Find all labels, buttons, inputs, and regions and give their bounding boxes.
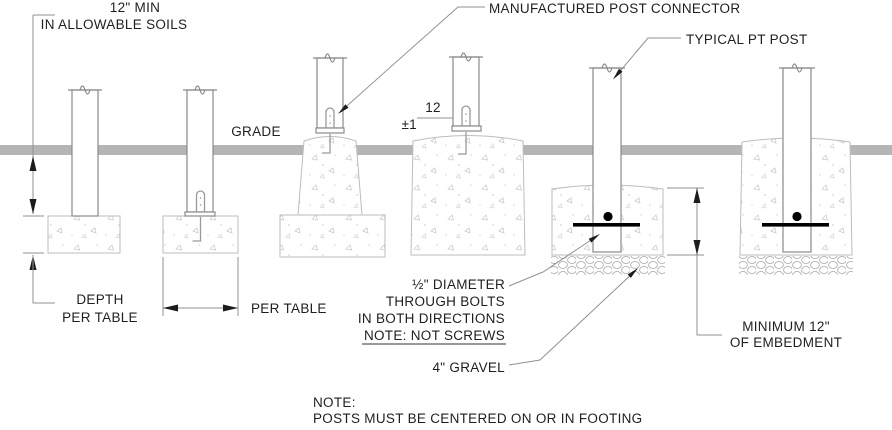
label-slope-run: 12 [425, 100, 441, 115]
through-bolt-bar-5 [573, 223, 640, 227]
gravel-bed-6 [739, 256, 853, 275]
anchor-jbolt-3 [322, 134, 331, 154]
dimension-arrow-right-icon [223, 304, 238, 312]
post-6-break-squiggle [791, 63, 803, 73]
post-6 [782, 67, 812, 253]
strap-4-bolt-dot [465, 113, 467, 115]
leader-arrowhead-icon [613, 68, 623, 80]
depth-dimension [23, 14, 55, 304]
detail-pier-on-pad-footing [279, 53, 386, 258]
dimension-arrow-left-icon [163, 304, 178, 312]
dimension-arrow-up-icon [693, 188, 701, 203]
post-3 [316, 57, 344, 129]
pier-3 [297, 136, 363, 216]
through-bolt-end-6 [792, 211, 802, 222]
strap-3-bolt-dot [329, 115, 331, 117]
strap-2-bolt-dot [199, 204, 202, 206]
strap-4-bolt-dot [465, 120, 467, 122]
label-bolts-line1: ½" DIAMETER [412, 277, 505, 292]
connector-strap-3 [325, 107, 335, 128]
width-dimension [162, 257, 239, 316]
label-embedment-line2: OF EMBEDMENT [730, 335, 842, 350]
post-5-break-squiggle [601, 63, 613, 73]
gravel-bed-5 [551, 256, 665, 275]
through-bolt-end-5 [603, 211, 613, 222]
label-soil-min-line2: IN ALLOWABLE SOILS [41, 17, 188, 32]
post-1 [71, 89, 99, 217]
leader-arrowhead-icon [338, 104, 349, 114]
embedment-dimension [667, 187, 722, 336]
label-embedment-line1: MINIMUM 12" [742, 319, 830, 334]
label-bolts-line3: IN BOTH DIRECTIONS [358, 311, 505, 326]
detail-post-on-buried-footing [47, 85, 121, 254]
label-depth-line2: PER TABLE [62, 310, 138, 325]
post-2 [186, 89, 214, 213]
connector-strap-4 [461, 105, 471, 126]
leader-arrowhead-icon [588, 234, 600, 243]
strap-3-bolt-dot [329, 122, 331, 124]
connector-strap-2 [195, 190, 206, 212]
post-3-break-squiggle [324, 53, 336, 63]
post-4 [452, 56, 480, 127]
footing-1 [47, 215, 121, 254]
detail-full-depth-pier-footing [410, 52, 526, 256]
label-pt-post: TYPICAL PT POST [686, 32, 808, 47]
label-gravel: 4" GRAVEL [432, 360, 505, 375]
label-soil-min-line1: 12" MIN [110, 0, 160, 15]
label-depth-line1: DEPTH [76, 292, 123, 307]
label-slope-rise: ±1 [401, 117, 417, 132]
connector-plate-4 [451, 125, 482, 132]
connector-plate-3 [315, 127, 345, 134]
label-post-connector: MANUFACTURED POST CONNECTOR [489, 1, 740, 16]
anchor-jbolt-2 [192, 217, 202, 242]
label-bolts-line4: NOTE: NOT SCREWS [364, 328, 505, 343]
detail-embedded-post-below-grade [551, 63, 665, 275]
anchor-jbolt-4 [458, 132, 467, 155]
label-bolts-line2: THROUGH BOLTS [386, 294, 505, 309]
connector-plate-2 [184, 211, 216, 217]
post-2-break-squiggle [194, 85, 206, 95]
post-1-break-squiggle [79, 85, 91, 95]
post-4-break-squiggle [460, 52, 472, 62]
label-note-line1: NOTE: [313, 395, 356, 410]
through-bolt-leader [508, 234, 600, 287]
leader-arrowhead-icon [627, 268, 638, 278]
pad-footing-3 [279, 214, 386, 258]
detail-post-connector-on-buried-footing [162, 85, 239, 254]
connector-leader [338, 6, 485, 114]
label-width-per-table: PER TABLE [251, 301, 327, 316]
dimension-arrow-up-icon [29, 156, 37, 171]
strap-2-bolt-dot [199, 197, 202, 199]
dimension-arrow-down-icon [29, 199, 37, 214]
gravel-leader [508, 268, 638, 366]
through-bolt-bar-6 [762, 223, 829, 227]
label-grade: GRADE [231, 124, 281, 139]
pier-4 [410, 135, 526, 256]
label-note-line2: POSTS MUST BE CENTERED ON OR IN FOOTING [313, 411, 642, 426]
dimension-arrow-down-icon [693, 240, 701, 255]
detail-embedded-post-above-grade [739, 63, 853, 275]
pt-post-leader [613, 37, 681, 80]
